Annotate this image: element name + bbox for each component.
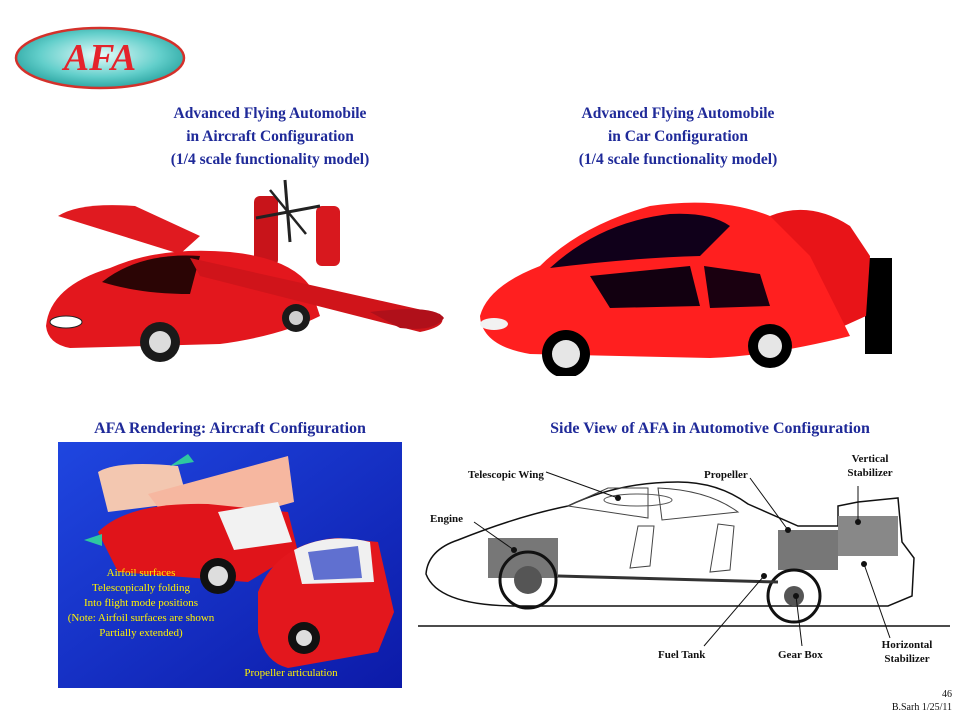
car-model-photo [470, 196, 892, 378]
caption-line: Advanced Flying Automobile [173, 105, 367, 122]
aircraft-model-photo [40, 176, 460, 366]
note-line: Telescopically folding [92, 582, 190, 594]
note-line: (Note: Airfoil surfaces are shown [67, 612, 215, 624]
note-line: Partially extended) [99, 627, 183, 639]
logo-text: AFA [62, 37, 137, 79]
label-fuel-tank: Fuel Tank [658, 649, 706, 661]
rendering-heading: AFA Rendering: Aircraft Configuration [94, 420, 366, 437]
side-view-diagram: Telescopic Wing Propeller Vertical Stabi… [418, 446, 950, 672]
aircraft-config-caption: Advanced Flying Automobile in Aircraft C… [120, 102, 420, 171]
label-line: Stabilizer [847, 467, 893, 479]
car-cutaway-drawing [418, 471, 950, 647]
label-line: Vertical [851, 453, 889, 465]
propeller-articulation-note: Propeller articulation [244, 667, 338, 679]
label-propeller: Propeller [704, 469, 748, 481]
note-line: Into flight mode positions [84, 597, 198, 609]
rendering-illustration [58, 442, 402, 688]
label-vertical-stabilizer: Vertical Stabilizer [838, 452, 902, 480]
aircraft-rendering-panel: Airfoil surfaces Telescopically folding … [58, 442, 402, 688]
label-telescopic-wing: Telescopic Wing [468, 469, 544, 481]
label-engine: Engine [430, 513, 464, 525]
side-view-heading: Side View of AFA in Automotive Configura… [550, 420, 870, 437]
caption-line: Advanced Flying Automobile [581, 105, 775, 122]
caption-line: in Aircraft Configuration [186, 128, 354, 145]
caption-line: in Car Configuration [607, 128, 749, 145]
caption-line: (1/4 scale functionality model) [578, 151, 778, 168]
caption-line: (1/4 scale functionality model) [170, 151, 370, 168]
logo-ellipse: AFA [14, 26, 186, 90]
slide-footer: 46 B.Sarh 1/25/11 [812, 688, 952, 714]
airfoil-notes: Airfoil surfaces Telescopically folding … [58, 566, 224, 641]
car-config-caption: Advanced Flying Automobile in Car Config… [528, 102, 828, 171]
label-line: Horizontal [881, 639, 933, 651]
page-number: 46 [942, 689, 952, 700]
label-horizontal-stabilizer: Horizontal Stabilizer [872, 638, 942, 666]
author-date: B.Sarh 1/25/11 [891, 702, 952, 713]
label-line: Stabilizer [884, 653, 930, 665]
note-line: Airfoil surfaces [106, 567, 176, 579]
label-gear-box: Gear Box [778, 649, 823, 661]
afa-logo: AFA [14, 26, 186, 90]
